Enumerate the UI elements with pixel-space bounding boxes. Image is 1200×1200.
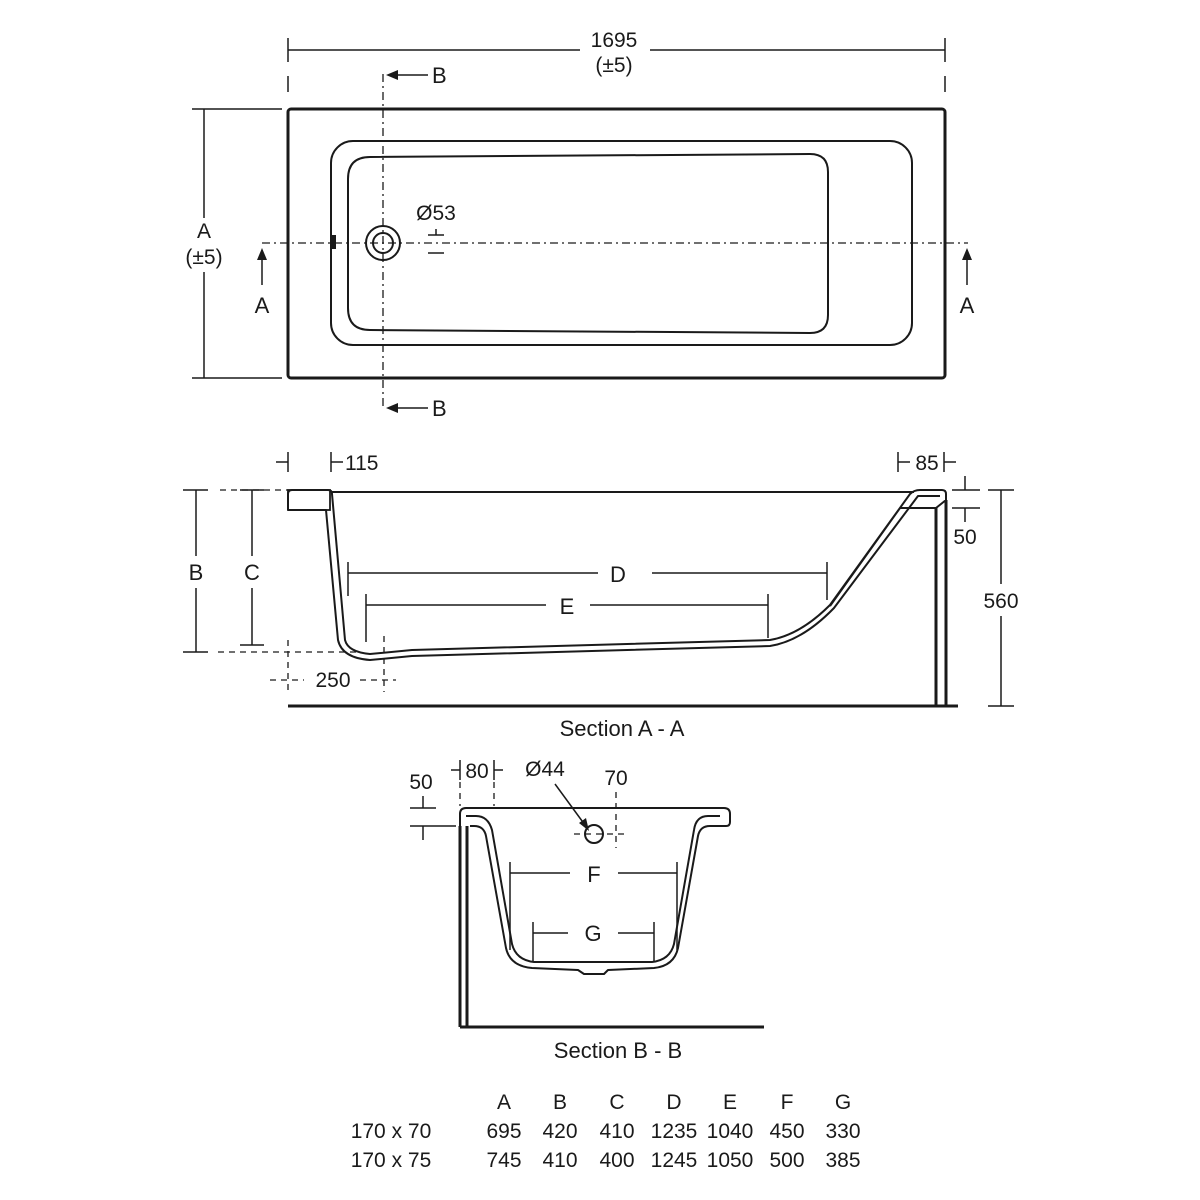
svg-text:A: A	[960, 293, 975, 318]
section-aa-left-rim-dimension: 115	[276, 452, 378, 475]
dimension-table: A B C D E F G 170 x 70 695 420 410 1235 …	[351, 1091, 861, 1172]
section-aa-rim-height-value: 50	[953, 526, 976, 549]
section-bb-rim-width-dimension: 80	[451, 760, 503, 806]
svg-text:F: F	[587, 862, 600, 887]
section-bb-view: 50 80 Ø44 70	[409, 758, 764, 1063]
table-header-b: B	[553, 1091, 567, 1114]
overflow-mark	[330, 235, 336, 249]
table-cell: 1235	[651, 1120, 698, 1143]
section-aa-dimension-c: C	[240, 489, 264, 646]
table-cell: 695	[486, 1120, 521, 1143]
section-bb-overflow-offset: 70	[604, 767, 627, 790]
section-bb-rim-height-value: 50	[409, 771, 432, 794]
table-cell: 1040	[707, 1120, 754, 1143]
table-cell: 330	[825, 1120, 860, 1143]
section-aa-waste-offset-dimension: 250	[270, 636, 396, 692]
svg-text:B: B	[432, 63, 447, 88]
table-cell: 400	[599, 1149, 634, 1172]
section-a-arrow-left: A	[255, 248, 270, 318]
section-aa-dimension-b: B	[183, 489, 208, 653]
table-row: 170 x 75 745 410 400 1245 1050 500 385	[351, 1149, 861, 1172]
section-aa-rim-height-dimension: 50	[952, 476, 980, 549]
section-aa-dimension-e: E	[365, 594, 769, 619]
table-cell: 410	[599, 1120, 634, 1143]
section-bb-rim-height-dimension: 50	[409, 771, 456, 840]
table-header-d: D	[666, 1091, 681, 1114]
table-cell: 500	[769, 1149, 804, 1172]
svg-text:B: B	[432, 396, 447, 421]
svg-text:A: A	[255, 293, 270, 318]
section-b-arrow-top: B	[386, 63, 447, 88]
bath-basin-outline	[347, 153, 829, 334]
dimension-table-header: A B C D E F G	[497, 1091, 851, 1114]
section-aa-caption: Section A - A	[560, 716, 685, 741]
section-aa-waste-offset-value: 250	[315, 669, 350, 692]
section-bb-dimension-f: F	[509, 862, 678, 950]
table-row: 170 x 70 695 420 410 1235 1040 450 330	[351, 1120, 861, 1143]
table-cell: 745	[486, 1149, 521, 1172]
table-cell: 1050	[707, 1149, 754, 1172]
section-aa-overall-height-dimension: 560	[983, 489, 1019, 707]
plan-width-label: A	[197, 220, 211, 243]
table-header-e: E	[723, 1091, 737, 1114]
table-row-size: 170 x 75	[351, 1149, 432, 1172]
section-aa-right-rim-dimension: 85	[897, 452, 956, 475]
section-aa-dimension-d: D	[347, 562, 828, 587]
section-bb-overflow-diameter: Ø44	[525, 758, 565, 781]
plan-length-value: 1695	[591, 29, 638, 52]
plan-length-dimension: 1695 (±5)	[287, 29, 946, 92]
section-aa-left-rim-value: 115	[345, 452, 378, 475]
table-header-a: A	[497, 1091, 511, 1114]
plan-width-tolerance: (±5)	[185, 246, 222, 269]
table-header-g: G	[835, 1091, 851, 1114]
section-aa-right-rim-value: 85	[915, 452, 938, 475]
table-cell: 385	[825, 1149, 860, 1172]
section-aa-view: 115 85 50 560	[183, 452, 1019, 741]
section-bb-caption: Section B - B	[554, 1038, 682, 1063]
section-aa-tub-profile-inner	[288, 495, 940, 661]
section-aa-overall-height-value: 560	[983, 590, 1018, 613]
svg-text:E: E	[560, 594, 575, 619]
section-bb-tub-profile-outer	[459, 807, 731, 975]
svg-text:D: D	[610, 562, 626, 587]
section-a-arrow-right: A	[960, 248, 975, 318]
plan-waste-diameter: Ø53	[416, 202, 456, 225]
table-row-size: 170 x 70	[351, 1120, 432, 1143]
section-bb-rim-width-value: 80	[465, 760, 488, 783]
table-cell: 420	[542, 1120, 577, 1143]
section-bb-dimension-g: G	[532, 921, 655, 962]
section-bb-tub-profile-inner	[466, 815, 720, 963]
plan-width-dimension: A (±5)	[185, 108, 282, 379]
table-cell: 450	[769, 1120, 804, 1143]
table-cell: 1245	[651, 1149, 698, 1172]
svg-text:G: G	[584, 921, 601, 946]
plan-length-tolerance: (±5)	[595, 54, 632, 77]
plan-view: 1695 (±5) A (±5) Ø53	[185, 29, 974, 421]
overflow-hole-icon	[584, 824, 604, 844]
table-cell: 410	[542, 1149, 577, 1172]
svg-text:B: B	[189, 560, 204, 585]
svg-text:C: C	[244, 560, 260, 585]
table-header-f: F	[781, 1091, 794, 1114]
section-b-arrow-bottom: B	[386, 396, 447, 421]
table-header-c: C	[609, 1091, 624, 1114]
